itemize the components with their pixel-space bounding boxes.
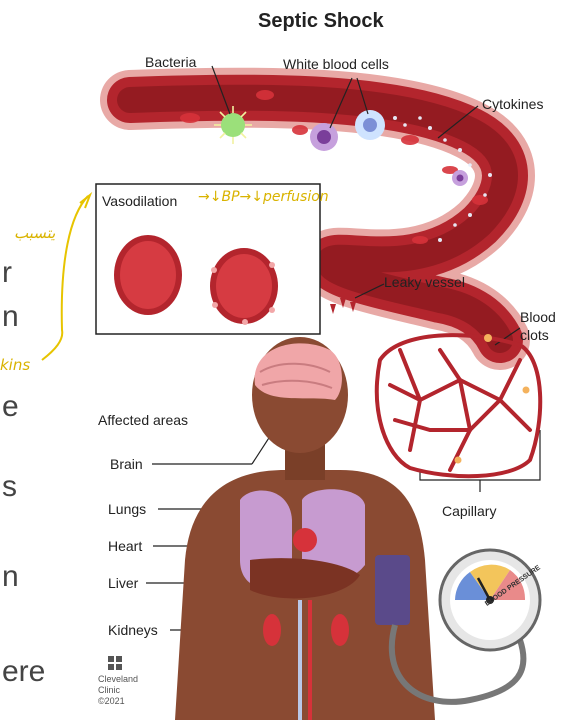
background-text-fragment: ere bbox=[2, 655, 45, 689]
inset-vasodilation-label: Vasodilation bbox=[102, 193, 177, 209]
label-heart: Heart bbox=[108, 538, 142, 554]
label-brain: Brain bbox=[110, 456, 143, 472]
label-kidneys: Kidneys bbox=[108, 622, 158, 638]
background-text-fragment: s bbox=[2, 470, 17, 504]
label-liver: Liver bbox=[108, 575, 138, 591]
label-blood-clots: Blood clots bbox=[520, 308, 556, 344]
label-white-blood-cells: White blood cells bbox=[283, 56, 389, 72]
background-text-fragment: r bbox=[2, 256, 12, 290]
inset-handwritten-annotation: →↓BP→↓perfusion bbox=[198, 189, 329, 205]
diagram-title: Septic Shock bbox=[258, 10, 384, 33]
copyright-year: ©2021 bbox=[98, 696, 138, 707]
background-text-fragment: n bbox=[2, 300, 19, 334]
handwritten-annotation-strokes bbox=[42, 195, 90, 360]
label-affected-areas: Affected areas bbox=[98, 412, 188, 428]
background-text-fragment: n bbox=[2, 560, 19, 594]
cleveland-clinic-logo-mark bbox=[108, 656, 122, 670]
background-text-fragment: e bbox=[2, 390, 19, 424]
logo-line-2: Clinic bbox=[98, 685, 138, 696]
label-capillary: Capillary bbox=[442, 503, 496, 519]
label-bacteria: Bacteria bbox=[145, 54, 196, 70]
label-lungs: Lungs bbox=[108, 501, 146, 517]
logo-line-1: Cleveland bbox=[98, 674, 138, 685]
handwritten-left-fragment: kins bbox=[0, 356, 30, 374]
logo-text: Cleveland Clinic ©2021 bbox=[98, 674, 138, 707]
label-leaky-vessel: Leaky vessel bbox=[384, 274, 465, 290]
handwritten-arabic-note: يتسبب bbox=[14, 224, 55, 242]
label-cytokines: Cytokines bbox=[482, 96, 543, 112]
